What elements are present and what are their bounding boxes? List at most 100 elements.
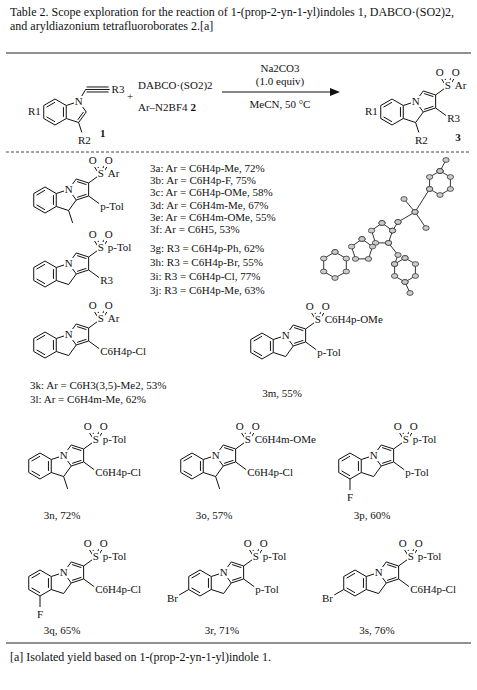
atom-label: O <box>104 155 114 167</box>
bond-line <box>34 332 45 339</box>
crystal-bond <box>389 243 399 264</box>
atom-label: N <box>59 567 69 579</box>
aryl-label: Ar <box>108 313 120 325</box>
atom-label: N <box>74 96 84 108</box>
atom-label: O <box>104 300 114 312</box>
compound-entry: 3s, 76% <box>359 625 394 637</box>
condition: Na2CO3 <box>260 63 299 75</box>
atom-label: O <box>88 155 98 167</box>
bond-line <box>392 99 403 106</box>
substituent-label: R2 <box>415 135 428 147</box>
bond-line <box>250 340 251 353</box>
bond-line <box>286 346 294 357</box>
bond-line <box>33 268 34 281</box>
table-footnote: [a] Isolated yield based on 1-(prop-2-yn… <box>10 650 467 664</box>
halogen-label: Br <box>167 593 178 605</box>
bond-line <box>347 588 355 593</box>
bond-line <box>384 102 392 107</box>
substituent-label: R3 <box>100 275 113 287</box>
bond-line <box>403 106 404 119</box>
bond-line <box>366 590 378 594</box>
bond-line <box>44 99 55 106</box>
compound-entry: 3q, 65% <box>44 625 81 637</box>
atom-label: O <box>88 300 98 312</box>
atom-label: O <box>305 301 315 313</box>
bond-line <box>64 466 72 477</box>
crystal-ring <box>352 239 373 259</box>
bond-line <box>47 102 55 107</box>
aryl-label: p-Tol <box>103 434 127 446</box>
compound-entry: 3g: R3 = C6H4p-Ph, 62% <box>150 243 264 255</box>
halogen-label: Br <box>322 593 333 605</box>
bond-line <box>69 211 73 223</box>
bond-line <box>45 261 56 268</box>
bond-line <box>32 456 40 461</box>
bond-line <box>47 117 55 122</box>
bond-line <box>40 570 51 577</box>
bond-line <box>189 570 200 577</box>
bond-line <box>192 453 203 460</box>
bond-line <box>66 106 67 119</box>
bond-line <box>208 578 209 588</box>
bond-line <box>89 270 100 278</box>
compound-entry: 3l: Ar = C6H4m-Me, 62% <box>30 394 146 406</box>
bond-line <box>32 573 40 578</box>
bond-line <box>77 194 86 197</box>
bond-line <box>34 261 45 268</box>
crystal-bond <box>405 282 410 293</box>
bond-line <box>273 340 274 353</box>
bond-line <box>235 449 236 462</box>
bond-line <box>53 195 54 205</box>
atom-label: S <box>407 551 415 563</box>
bond-line <box>34 207 45 214</box>
substituent-label: p-Tol <box>100 201 124 213</box>
bond-line <box>294 328 303 331</box>
halogen-label: F <box>347 492 353 504</box>
aryl-label: p-Tol <box>413 434 437 446</box>
atom-label: N <box>411 96 421 108</box>
bond-line <box>392 119 403 126</box>
bond-line <box>343 577 344 590</box>
table-rule <box>6 643 471 644</box>
compound-number: 1 <box>100 128 106 140</box>
compound-entry: 3j: R3 = C6H4p-Me, 63% <box>150 285 265 297</box>
bond-line <box>394 462 405 470</box>
bond-line <box>181 473 192 480</box>
bond-line <box>435 95 436 108</box>
bond-line <box>48 578 49 588</box>
atom-label: N <box>64 184 74 196</box>
bond-line <box>37 264 45 269</box>
compound-entry: 3r, 71% <box>205 625 239 637</box>
bond-line <box>79 123 82 133</box>
bond-line <box>387 577 396 580</box>
table-rule <box>6 53 471 54</box>
bond-line <box>416 123 419 133</box>
bond-line <box>51 460 52 473</box>
bond-line <box>77 327 86 330</box>
bond-line <box>37 279 45 284</box>
bond-line <box>382 460 391 463</box>
bond-line <box>55 99 66 106</box>
bond-line <box>232 577 241 580</box>
crystal-ring <box>430 171 451 195</box>
bond-line <box>40 473 51 480</box>
bond-line <box>344 570 355 577</box>
crystal-bond <box>393 222 399 231</box>
halogen-label: F <box>37 609 43 621</box>
bond-line <box>33 194 34 207</box>
bond-line <box>251 333 262 340</box>
bond-line <box>83 566 84 579</box>
bond-line <box>69 274 77 285</box>
bond-line <box>344 590 355 597</box>
bond-line <box>273 353 285 357</box>
reaction-arrow <box>222 91 332 92</box>
bond-line <box>200 590 211 597</box>
bond-line <box>363 578 364 588</box>
bond-line <box>28 577 29 590</box>
bond-line <box>342 471 350 476</box>
crystal-ring <box>324 252 347 278</box>
condition: MeCN, 50 °C <box>250 99 311 111</box>
bond-line <box>56 281 68 285</box>
bond-line <box>262 353 273 360</box>
bond-line <box>45 187 56 194</box>
